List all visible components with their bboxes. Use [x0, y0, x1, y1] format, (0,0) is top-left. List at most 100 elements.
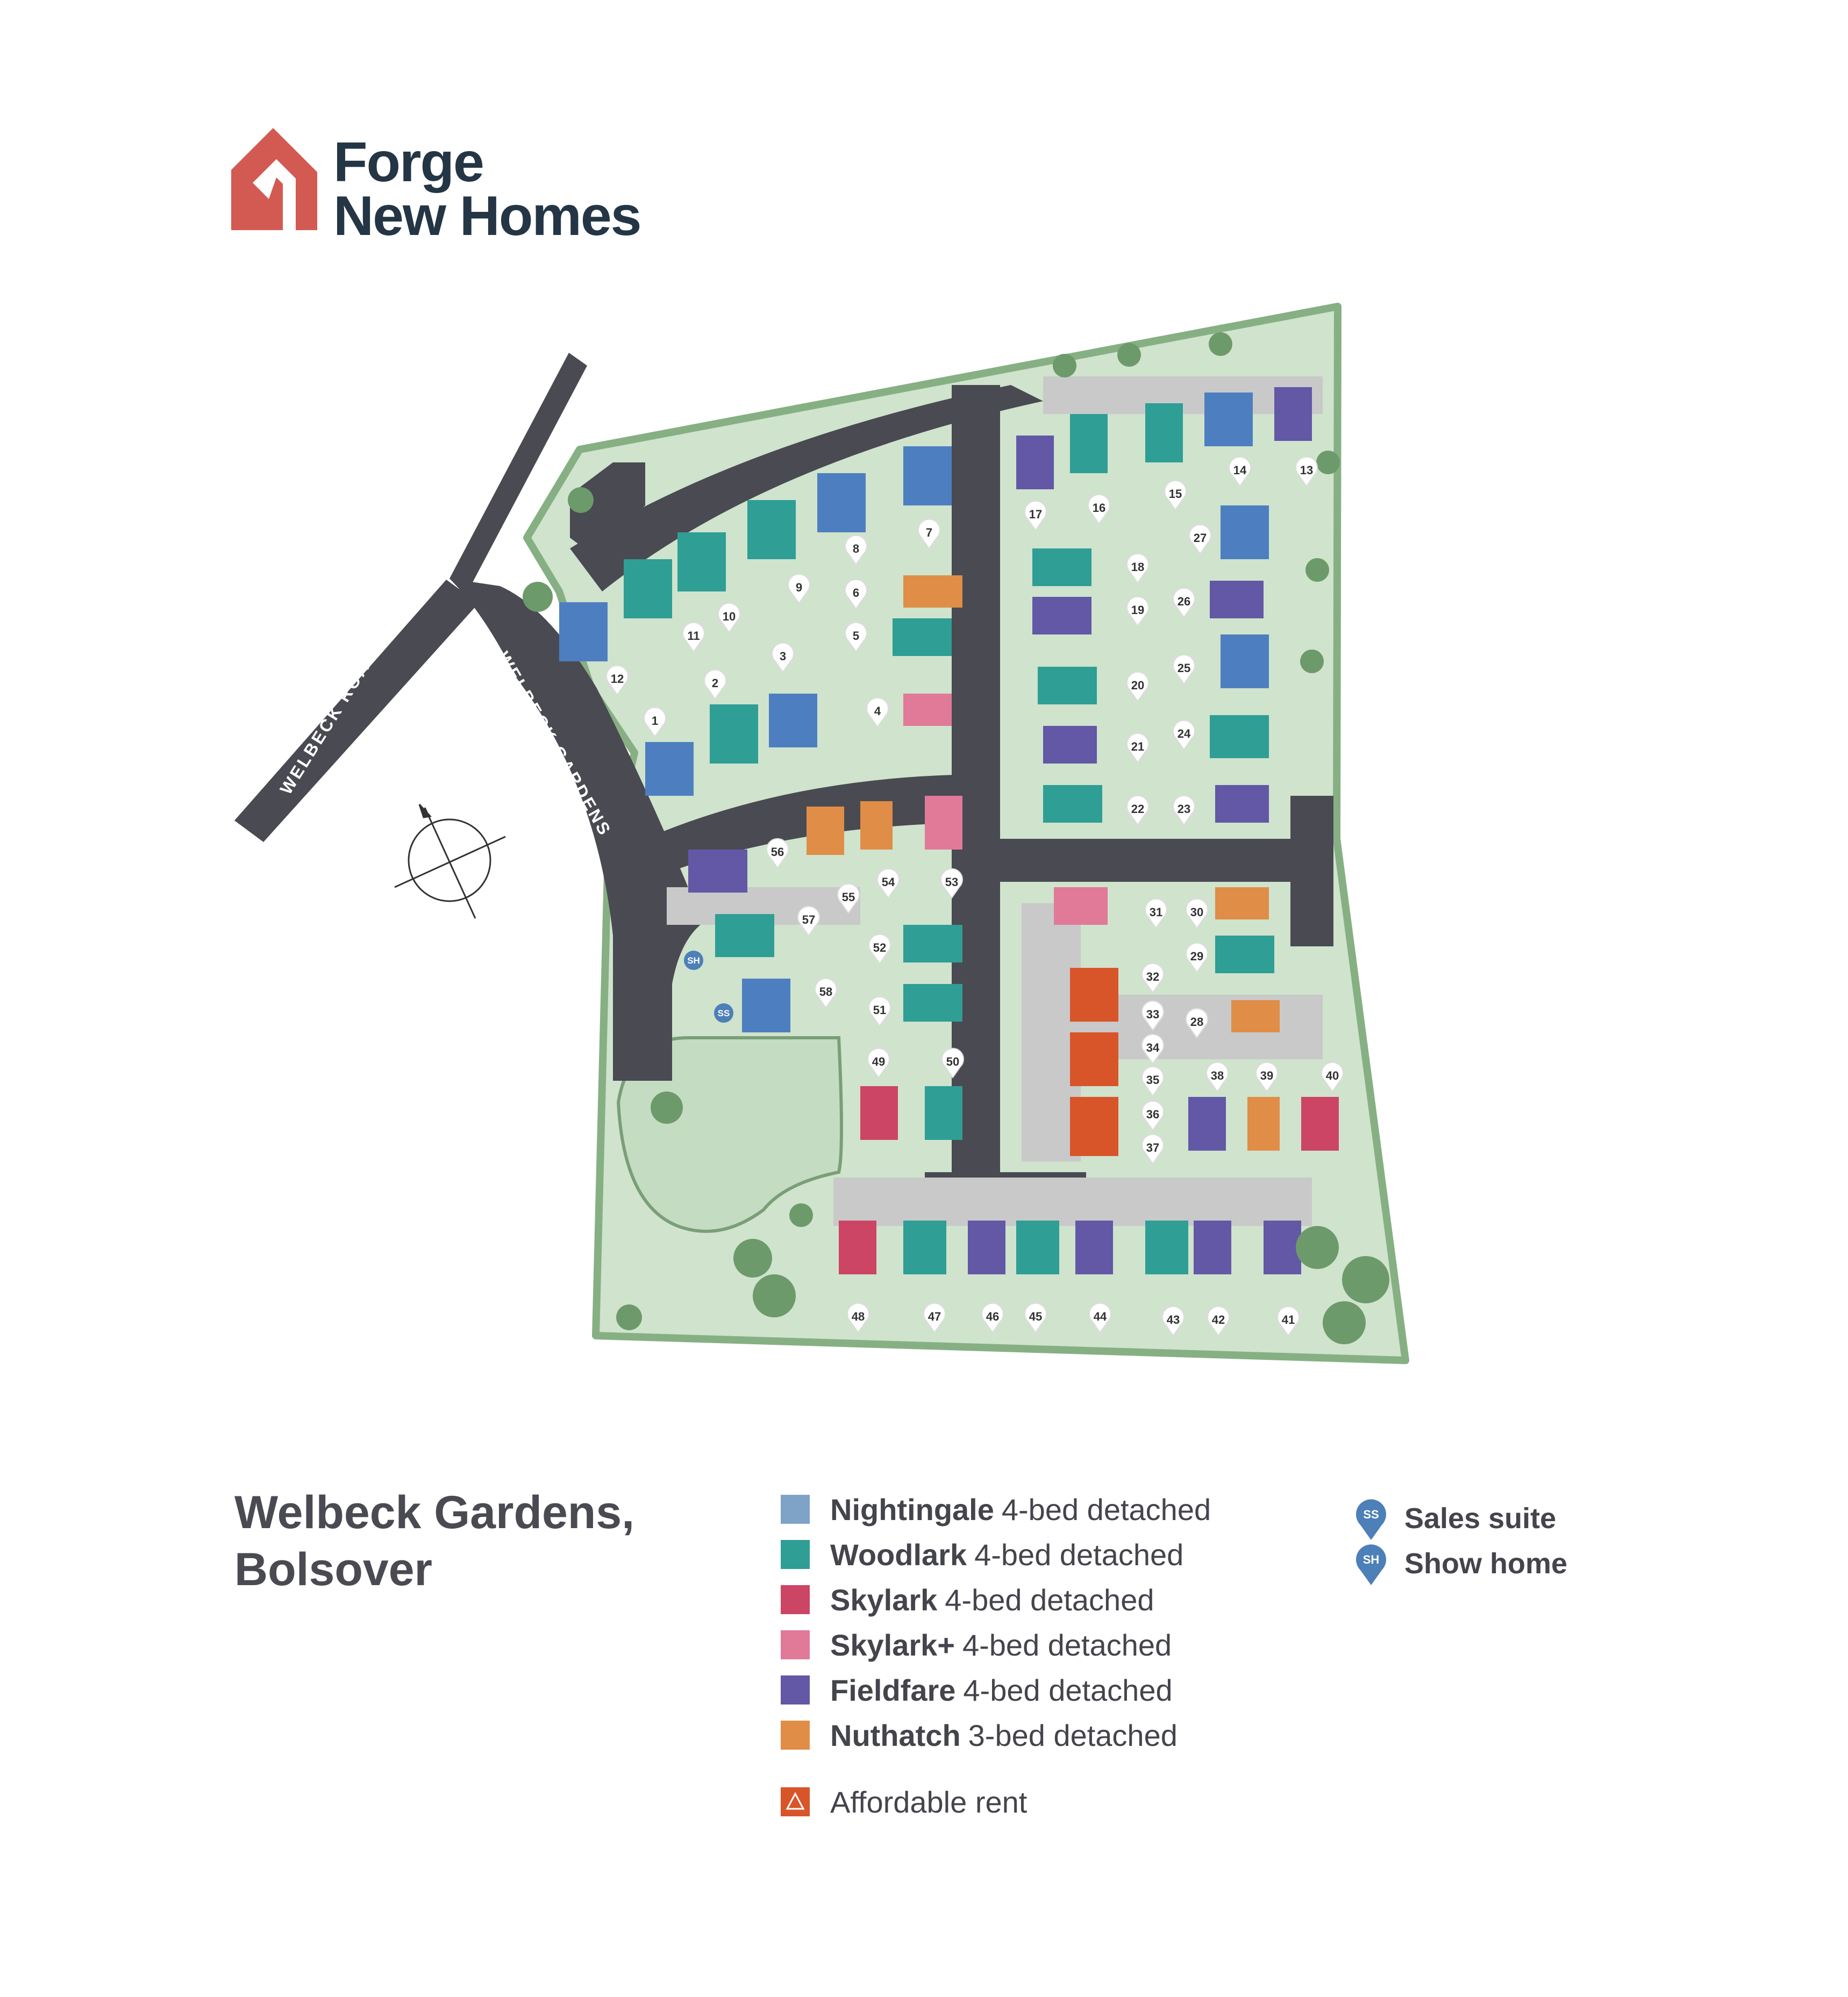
plot-marker-48[interactable]: 48	[847, 1302, 869, 1333]
plot-marker-4[interactable]: 4	[866, 697, 889, 728]
plot-marker-5[interactable]: 5	[845, 622, 867, 653]
plot-number: 10	[723, 610, 736, 623]
plot-marker-1[interactable]: 1	[644, 707, 666, 738]
plot-marker-18[interactable]: 18	[1126, 553, 1149, 584]
plot-marker-34[interactable]: 34	[1141, 1033, 1164, 1065]
plot-number: 6	[853, 586, 859, 600]
marker-key: SS Sales suite SH Show home	[1355, 1498, 1678, 1588]
plot-marker-55[interactable]: 55	[837, 883, 860, 914]
plot-marker-21[interactable]: 21	[1126, 732, 1149, 764]
plot-marker-57[interactable]: 57	[797, 905, 820, 937]
plot-marker-12[interactable]: 12	[606, 665, 629, 696]
plot-marker-3[interactable]: 3	[772, 642, 794, 673]
north-compass-icon	[394, 803, 506, 919]
plot-number: 36	[1146, 1108, 1159, 1121]
plot-marker-32[interactable]: 32	[1141, 962, 1164, 994]
plot-marker-29[interactable]: 29	[1186, 942, 1208, 973]
plot-pin-icon	[847, 1302, 869, 1333]
plot-marker-50[interactable]: 50	[941, 1047, 964, 1079]
plot-marker-37[interactable]: 37	[1141, 1133, 1164, 1165]
plot-marker-47[interactable]: 47	[923, 1302, 946, 1333]
plot-marker-2[interactable]: 2	[704, 669, 726, 700]
plot-number: 15	[1169, 487, 1182, 501]
plot-number: 45	[1029, 1310, 1042, 1323]
external-roads	[234, 353, 720, 1081]
plot-marker-16[interactable]: 16	[1088, 494, 1110, 525]
plot-marker-49[interactable]: 49	[867, 1047, 890, 1079]
plot-marker-23[interactable]: 23	[1173, 795, 1195, 826]
plot-number: 14	[1233, 463, 1247, 477]
plot-marker-22[interactable]: 22	[1126, 795, 1149, 826]
svg-text:SS: SS	[718, 1008, 730, 1018]
plot-marker-40[interactable]: 40	[1321, 1061, 1344, 1093]
plot-marker-19[interactable]: 19	[1126, 596, 1149, 627]
plot-marker-15[interactable]: 15	[1164, 480, 1187, 511]
plot-number: 27	[1194, 531, 1207, 545]
plot-marker-27[interactable]: 27	[1189, 524, 1211, 555]
plot-pin-icon	[704, 669, 726, 700]
legend-swatch	[781, 1721, 810, 1750]
plot-pin-icon	[772, 642, 794, 673]
plot-number: 55	[842, 890, 855, 904]
plot-marker-17[interactable]: 17	[1024, 500, 1047, 531]
plot-marker-43[interactable]: 43	[1162, 1306, 1185, 1337]
plot-marker-8[interactable]: 8	[845, 534, 867, 566]
plot-pin-icon	[981, 1302, 1004, 1333]
plot-marker-54[interactable]: 54	[877, 868, 900, 899]
plot-pin-icon	[1164, 480, 1187, 511]
plot-marker-31[interactable]: 31	[1145, 898, 1167, 929]
plot-marker-38[interactable]: 38	[1206, 1061, 1229, 1093]
plot-marker-39[interactable]: 39	[1255, 1061, 1278, 1093]
site-title-line-1: Welbeck Gardens,	[234, 1487, 635, 1538]
plot-marker-6[interactable]: 6	[845, 579, 867, 610]
plot-pin-icon	[877, 868, 900, 899]
plot-marker-51[interactable]: 51	[868, 996, 891, 1027]
plot-marker-7[interactable]: 7	[918, 518, 940, 550]
plot-marker-52[interactable]: 52	[868, 933, 891, 965]
house-plots	[559, 387, 1339, 1274]
plot-pin-icon	[1141, 1100, 1164, 1131]
plot-marker-28[interactable]: 28	[1186, 1008, 1208, 1039]
plot-pin-icon	[868, 933, 891, 965]
sales-suite-pin[interactable]: SS	[714, 1003, 733, 1023]
plot-marker-25[interactable]: 25	[1173, 654, 1195, 685]
plot-marker-58[interactable]: 58	[815, 978, 837, 1009]
plot-marker-41[interactable]: 41	[1277, 1306, 1300, 1337]
plot-marker-13[interactable]: 13	[1295, 456, 1318, 487]
plot-pin-icon	[1173, 719, 1195, 751]
legend-item-affordable-rent: Affordable rent	[781, 1785, 1318, 1830]
plot-marker-42[interactable]: 42	[1207, 1306, 1230, 1337]
show-home-pin[interactable]: SH	[684, 951, 703, 970]
plot-marker-36[interactable]: 36	[1141, 1100, 1164, 1131]
plot-marker-26[interactable]: 26	[1173, 587, 1195, 618]
plot-number: 34	[1146, 1041, 1160, 1054]
plot-marker-11[interactable]: 11	[682, 622, 705, 653]
plot-marker-10[interactable]: 10	[718, 602, 740, 633]
plot-number: 49	[872, 1055, 885, 1068]
affordable-rent-label: Affordable rent	[830, 1785, 1028, 1819]
plot-pin-icon	[815, 978, 837, 1009]
show-home-icon: SH	[1356, 1544, 1386, 1585]
house-logo-icon	[231, 128, 317, 230]
plot-pin-icon	[918, 518, 940, 550]
plot-pin-icon	[1024, 500, 1047, 531]
plot-marker-44[interactable]: 44	[1089, 1302, 1111, 1333]
plot-pin-icon	[1089, 1302, 1111, 1333]
plot-marker-35[interactable]: 35	[1141, 1066, 1164, 1097]
plot-marker-45[interactable]: 45	[1024, 1302, 1047, 1333]
plot-marker-33[interactable]: 33	[1141, 1000, 1164, 1031]
plot-marker-9[interactable]: 9	[788, 573, 810, 604]
plot-marker-56[interactable]: 56	[766, 838, 789, 869]
plot-marker-20[interactable]: 20	[1126, 671, 1149, 702]
plot-number: 2	[712, 676, 718, 690]
plot-pin-icon	[845, 579, 867, 610]
plot-marker-30[interactable]: 30	[1186, 898, 1208, 929]
plot-marker-53[interactable]: 53	[940, 868, 963, 899]
plot-marker-24[interactable]: 24	[1173, 719, 1195, 751]
plot-marker-46[interactable]: 46	[981, 1302, 1004, 1333]
plot-marker-14[interactable]: 14	[1229, 456, 1251, 487]
